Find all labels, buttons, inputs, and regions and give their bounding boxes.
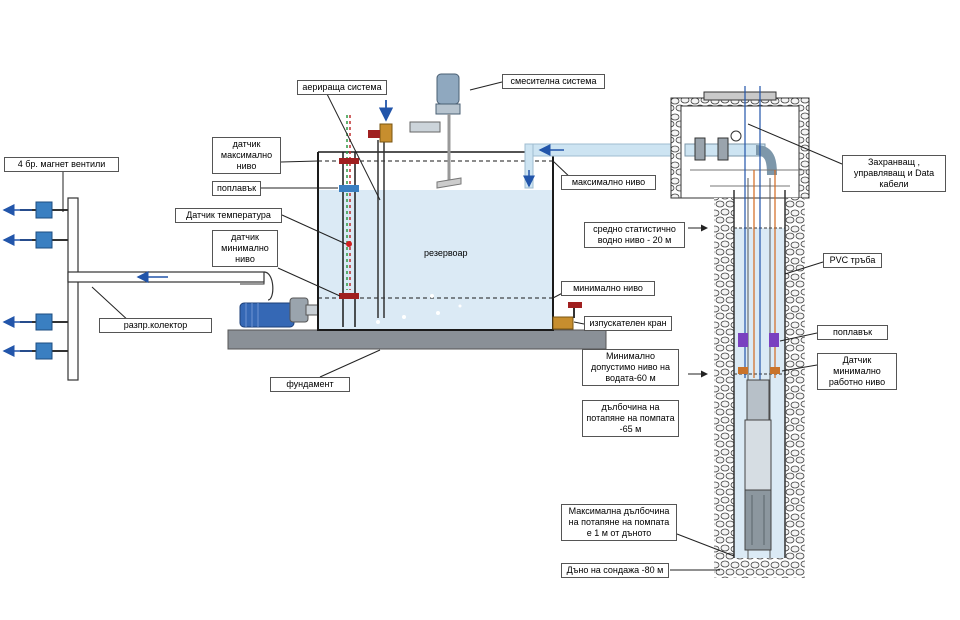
sensor-icon <box>339 158 359 164</box>
float-icon <box>738 333 748 347</box>
float-icon <box>769 333 779 347</box>
depth-arrows <box>688 224 708 378</box>
cables-label: Захранващ , управляващ и Data кабели <box>842 155 946 192</box>
reservoir-label: резервоар <box>424 248 468 258</box>
reservoir-tank <box>317 73 688 331</box>
sensor-icon <box>770 367 780 374</box>
sensor-icon <box>738 367 748 374</box>
max-level-label: максимално ниво <box>561 175 656 190</box>
mixer-icon <box>409 73 462 189</box>
sensor-min-label: датчик минимално ниво <box>212 230 278 267</box>
max-pump-depth-label: Максимална дълбочина на потапяне на помп… <box>561 504 677 541</box>
valve-icon <box>35 313 53 331</box>
pump-icon <box>744 379 772 551</box>
pump-icon <box>239 297 321 328</box>
sensor-icon <box>346 241 352 247</box>
pvc-pipe-label: PVC тръба <box>823 253 882 268</box>
temp-sensor-label: Датчик температура <box>175 208 282 223</box>
mixing-label: смесителна система <box>502 74 605 89</box>
valve-icon <box>35 342 53 360</box>
static-level-label: средно статистично водно ниво - 20 м <box>584 222 685 248</box>
sensor-icon <box>339 293 359 299</box>
min-level-label: минимално ниво <box>561 281 655 296</box>
valve-icon <box>35 231 53 249</box>
foundation-slab <box>227 329 607 350</box>
pump-depth-label: дълбочина на потапяне на помпата -65 м <box>582 400 679 437</box>
borehole <box>714 86 805 578</box>
min-allowed-level-label: Минимално допустимо ниво на водата-60 м <box>582 349 679 386</box>
drain-valve-label: изпускателен кран <box>584 316 672 331</box>
float-icon <box>339 185 359 192</box>
valves-label: 4 бр. магнет вентили <box>4 157 119 172</box>
valve-icon <box>552 302 582 330</box>
aeration-label: аерираща система <box>297 80 387 95</box>
collector-label: разпр.колектор <box>99 318 212 333</box>
sensor-max-label: датчик максимално ниво <box>212 137 281 174</box>
well-head-chamber <box>670 91 810 199</box>
bottom-label: Дъно на сондажа -80 м <box>561 563 669 578</box>
distribution-manifold <box>2 197 274 381</box>
min-work-sensor-label: Датчик минимално работно ниво <box>817 353 897 390</box>
float-left-label: поплавък <box>212 181 261 196</box>
foundation-label: фундамент <box>270 377 350 392</box>
float-right-label: поплавък <box>817 325 888 340</box>
valve-icon <box>35 201 53 219</box>
